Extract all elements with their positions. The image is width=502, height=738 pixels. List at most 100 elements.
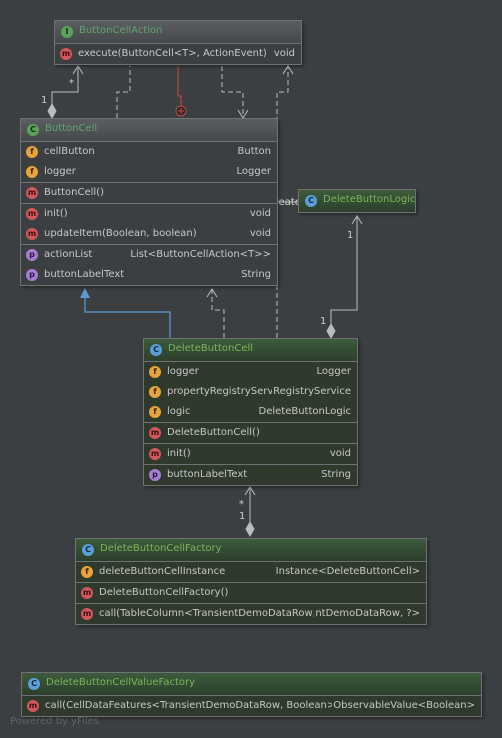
class-title: DeleteButtonLogic <box>323 194 416 205</box>
mult-action-one: 1 <box>41 95 48 106</box>
property-icon: p <box>26 269 38 281</box>
member-type: ObservableValue<Boolean> <box>332 700 475 711</box>
property-row[interactable]: p buttonLabelText String <box>21 265 277 285</box>
mult-logic-one: 1 <box>347 230 354 241</box>
class-title: DeleteButtonCellValueFactory <box>46 677 196 688</box>
member-name: call(TableColumn<TransientDemoDataRow, ?… <box>99 608 337 619</box>
member-type: String <box>240 269 271 280</box>
edge-dashed-delcell-buttoncell <box>211 289 225 338</box>
member-section: f deleteButtonCellInstance Instance<Delete… <box>76 562 426 583</box>
member-name: buttonLabelText <box>44 269 125 280</box>
member-name: call(CellDataFeatures<TransientDemoDataR… <box>45 700 340 711</box>
method-row[interactable]: m call(TableColumn<TransientDemoDataRow, … <box>76 604 426 624</box>
diamond-factory <box>245 520 255 538</box>
method-row[interactable]: m DeleteButtonCellFactory() <box>76 583 426 603</box>
method-icon: m <box>26 228 38 240</box>
member-name: logic <box>167 406 191 417</box>
diamond-delcell <box>326 322 336 340</box>
member-name: logger <box>167 366 199 377</box>
mult-cell-logic-one: 1 <box>320 316 327 327</box>
field-icon: f <box>149 386 161 398</box>
mult-action-many: * <box>69 78 74 89</box>
edge-dashed-cell-action <box>116 66 131 118</box>
member-name: propertyRegistryService <box>167 386 288 397</box>
property-row[interactable]: p buttonLabelText String <box>144 465 357 485</box>
class-title: DeleteButtonCell <box>168 343 254 354</box>
field-icon: f <box>149 406 161 418</box>
member-type: RegistryService <box>272 386 351 397</box>
mult-factory-many: * <box>239 499 244 510</box>
property-icon: p <box>26 249 38 261</box>
interface-icon: I <box>61 26 73 38</box>
method-row[interactable]: m call(CellDataFeatures<TransientDemoData… <box>22 696 481 716</box>
member-name: deleteButtonCellInstance <box>99 566 226 577</box>
member-type: Instance<DeleteButtonCell> <box>274 566 420 577</box>
property-icon: p <box>149 469 161 481</box>
edge-dashed-action-cell <box>221 66 244 118</box>
edge-delcell-logic <box>330 216 358 330</box>
create-label: «create» <box>263 197 307 208</box>
member-type: String <box>320 469 351 480</box>
member-type: Button <box>236 146 271 157</box>
edge-buttoncell-to-action <box>51 66 79 110</box>
method-icon: m <box>149 427 161 439</box>
member-type: void <box>272 48 295 59</box>
method-icon: m <box>60 48 72 60</box>
method-icon: m <box>81 608 93 620</box>
member-section: m call(TableColumn<TransientDemoDataRow, … <box>76 604 426 624</box>
method-icon: m <box>27 700 39 712</box>
field-icon: f <box>149 366 161 378</box>
member-type: Logger <box>235 166 271 177</box>
method-icon: m <box>81 587 93 599</box>
member-name: init() <box>167 448 191 459</box>
edge-inheritance <box>84 298 171 338</box>
member-type: DeleteButtonLogic <box>257 406 351 417</box>
method-row[interactable]: m init() void <box>144 444 357 464</box>
member-type: void <box>328 448 351 459</box>
inheritance-arrow-icon <box>80 288 90 298</box>
class-title: ButtonCell <box>45 123 98 134</box>
method-icon: m <box>149 448 161 460</box>
class-title: ButtonCellAction <box>79 25 163 36</box>
member-section: m DeleteButtonCellFactory() <box>76 583 426 604</box>
class-delete-button-logic[interactable]: C DeleteButtonLogic <box>298 189 416 213</box>
class-delete-button-cell-value-factory[interactable]: C DeleteButtonCellValueFactory m call(Cel… <box>21 672 482 717</box>
member-type: void <box>248 208 271 219</box>
member-section: m init() void <box>144 444 357 465</box>
field-row[interactable]: f deleteButtonCellInstance Instance<Delete… <box>76 562 426 582</box>
class-icon: C <box>28 678 40 690</box>
field-icon: f <box>81 566 93 578</box>
property-row[interactable]: p actionList List<ButtonCellAction<T>> <box>21 245 277 265</box>
yfiles-watermark: Powered by yFiles <box>10 716 99 727</box>
field-icon: f <box>26 166 38 178</box>
member-type: List<ButtonCellAction<T>> <box>129 249 271 260</box>
member-type: Logger <box>315 366 351 377</box>
member-name: logger <box>44 166 76 177</box>
member-name: buttonLabelText <box>167 469 248 480</box>
member-name: DeleteButtonCellFactory() <box>99 587 229 598</box>
member-name: actionList <box>44 249 93 260</box>
class-title: DeleteButtonCellFactory <box>100 543 222 554</box>
member-name: updateItem(Boolean, boolean) <box>44 228 197 239</box>
